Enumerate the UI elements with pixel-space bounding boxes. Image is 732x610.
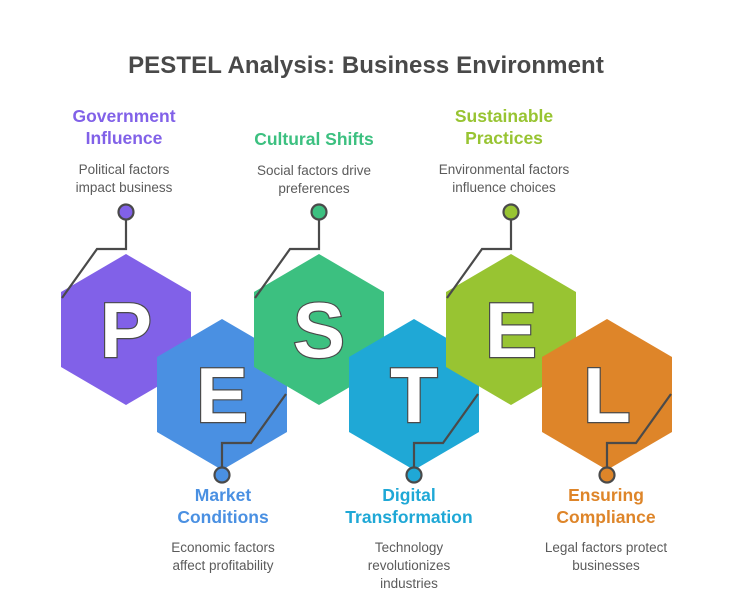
callout-description-legal: Legal factors protect businesses [544,540,668,573]
callout-description-environmental: Environmental factors influence choices [438,162,570,195]
callout-description-technological: Technology revolutionizes industries [367,540,451,591]
leader-dot-l [598,466,616,484]
leader-line-l [605,393,672,473]
hexagon-group-s[interactable]: S [254,203,384,406]
callout-social: Cultural Shifts Social factors drive pre… [214,128,414,198]
leader-line-p [61,214,128,299]
leader-line-e2 [446,214,513,299]
callout-economic: Market Conditions Economic factors affec… [123,484,323,575]
callout-heading-political: Government Influence [72,106,176,148]
leader-dot-e1 [213,466,231,484]
callout-description-political: Political factors impact business [75,162,173,195]
page-title: PESTEL Analysis: Business Environment [128,52,604,79]
leader-line-s [254,214,321,299]
callout-political: Government Influence Political factors i… [24,105,224,197]
callout-heading-legal: Ensuring Compliance [556,485,656,527]
callout-description-social: Social factors drive preferences [256,163,372,196]
leader-line-e1 [220,393,287,473]
callout-heading-environmental: Sustainable Practices [454,106,554,148]
leader-line-t [412,393,479,473]
hexagon-letter-l: L [583,351,631,439]
hexagon-letter-e1: E [196,351,248,439]
leader-dot-e2 [502,203,520,221]
hexagon-letter-s: S [293,286,345,374]
leader-dot-p [117,203,135,221]
hexagon-l[interactable] [542,319,672,470]
hexagon-letter-t: T [390,351,438,439]
callout-description-economic: Economic factors affect profitability [171,540,275,573]
leader-dot-s [310,203,328,221]
callout-legal: Ensuring Compliance Legal factors protec… [506,484,706,575]
leader-dot-t [405,466,423,484]
callout-technological: Digital Transformation Technology revolu… [309,484,509,593]
hexagon-group-l[interactable]: L [542,319,672,484]
callout-heading-economic: Market Conditions [177,485,269,527]
callout-heading-technological: Digital Transformation [345,485,473,527]
hexagon-letter-e2: E [485,286,537,374]
callout-environmental: Sustainable Practices Environmental fact… [404,105,604,197]
callout-heading-social: Cultural Shifts [254,129,374,149]
hexagon-letter-p: P [100,286,152,374]
